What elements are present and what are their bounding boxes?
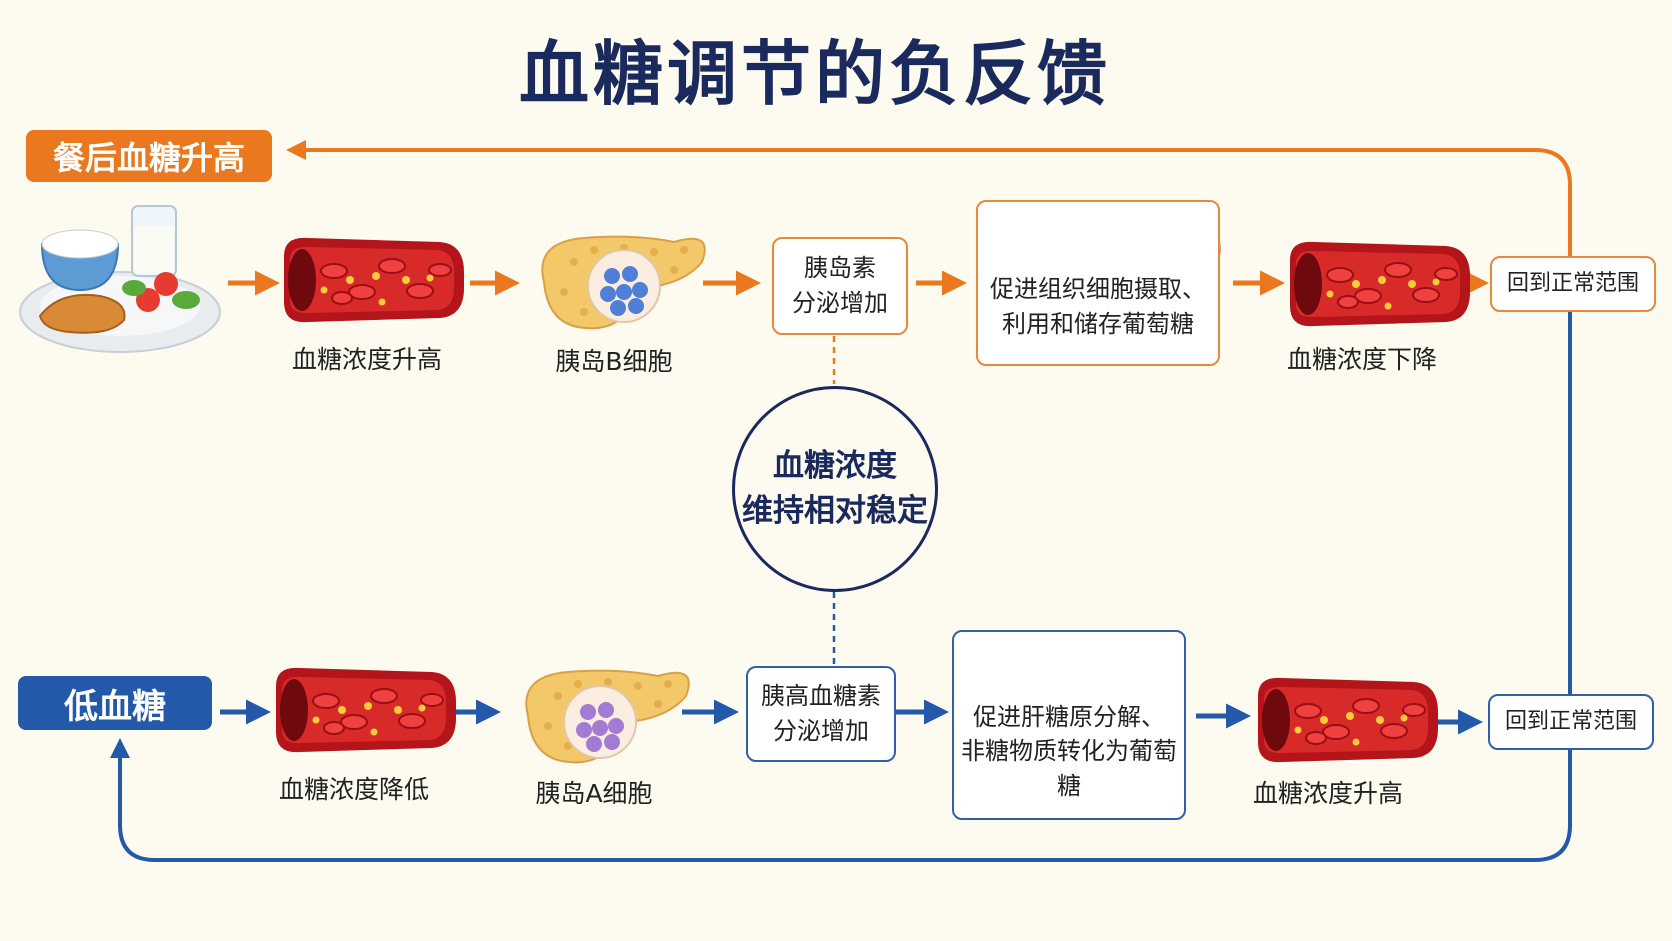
- blood-vessel-icon: [275, 666, 457, 754]
- vessel-label: 血糖浓度升高: [291, 345, 443, 374]
- center-balance-circle: 血糖浓度 维持相对稳定: [732, 386, 938, 592]
- hormone-effect: 分泌增加: [773, 717, 869, 745]
- start-tag-low: 低血糖: [18, 676, 212, 730]
- vessel-label: 血糖浓度升高: [1252, 779, 1404, 808]
- hormone-name: 胰高血糖素: [761, 682, 881, 711]
- vessel-label: 血糖浓度下降: [1286, 345, 1438, 374]
- effect-line: 促进肝糖原分解、: [973, 702, 1165, 731]
- pancreas-icon: [541, 235, 706, 330]
- page-title: 血糖调节的负反馈: [519, 33, 1111, 115]
- hormone-name: 胰岛素: [804, 254, 876, 283]
- pancreas-label: 胰岛B细胞: [555, 347, 673, 376]
- result-box-bottom: 回到正常范围: [1488, 694, 1654, 750]
- start-tag-high: 餐后血糖升高: [26, 130, 272, 182]
- hormone-box-glucagon: 胰高血糖素 分泌增加: [746, 666, 896, 762]
- blood-vessel-icon: [283, 236, 465, 324]
- effect-line: 利用和储存葡萄糖: [1002, 310, 1194, 339]
- hormone-box-insulin: 胰岛素 分泌增加: [772, 237, 908, 335]
- effect-line: 非糖物质转化为葡萄糖: [961, 737, 1177, 801]
- blood-vessel-icon: [1289, 240, 1471, 328]
- effect-line: 促进组织细胞摄取、: [990, 275, 1206, 304]
- vessel-label: 血糖浓度降低: [278, 775, 430, 804]
- effect-box-tissue: 促进组织细胞摄取、 利用和储存葡萄糖: [976, 200, 1220, 366]
- blood-vessel-icon: [1257, 676, 1439, 764]
- meal-icon: [19, 205, 221, 353]
- pancreas-icon: [525, 669, 690, 764]
- pancreas-label: 胰岛A细胞: [535, 779, 653, 808]
- center-line: 血糖浓度: [773, 448, 897, 485]
- center-line: 维持相对稳定: [742, 493, 928, 529]
- effect-box-liver: 促进肝糖原分解、 非糖物质转化为葡萄糖: [952, 630, 1186, 820]
- hormone-effect: 分泌增加: [792, 289, 888, 317]
- result-box-top: 回到正常范围: [1490, 256, 1656, 312]
